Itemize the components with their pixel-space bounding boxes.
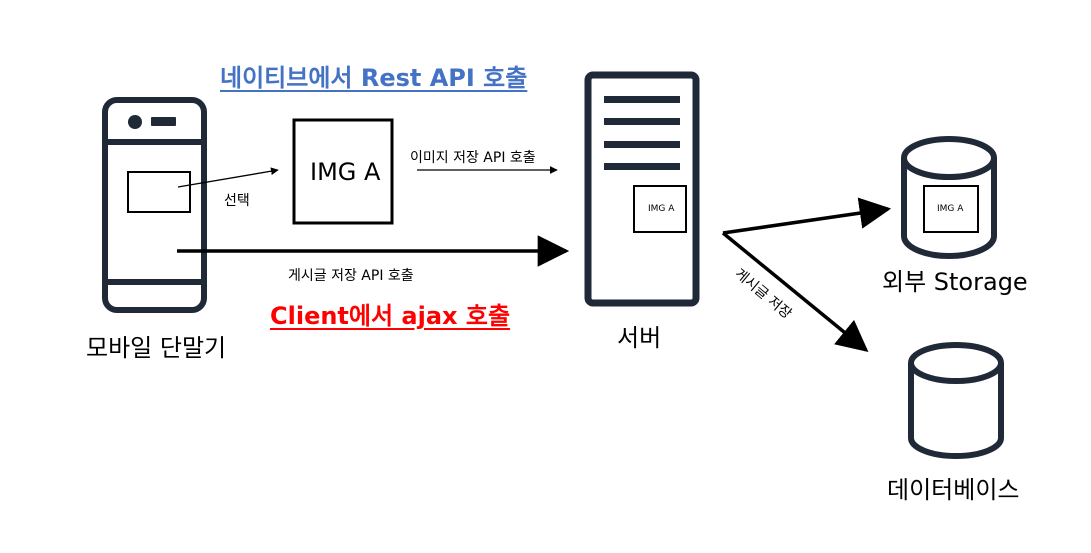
- database-icon: [908, 342, 1004, 459]
- client-call-title: Client에서 ajax 호출: [270, 302, 511, 330]
- mobile-phone-icon: [102, 97, 207, 313]
- img-a-label: IMG A: [310, 158, 381, 186]
- select-arrow: [177, 167, 279, 188]
- mobile-label: 모바일 단말기: [86, 334, 227, 362]
- image-save-api-label: 이미지 저장 API 호출: [410, 150, 536, 166]
- to-storage-arrow: [722, 197, 892, 235]
- server-label: 서버: [617, 324, 662, 352]
- server-icon: [584, 71, 700, 307]
- post-save-label: 게시글 저장: [731, 266, 794, 323]
- to-database-arrow: [721, 231, 869, 352]
- database-label: 데이터베이스: [887, 476, 1020, 504]
- post-save-api-label: 게시글 저장 API 호출: [288, 268, 414, 284]
- server-img-label: IMG A: [648, 204, 675, 214]
- external-storage-icon: [901, 136, 997, 259]
- select-label: 선택: [224, 193, 250, 209]
- native-call-title: 네이티브에서 Rest API 호출: [220, 64, 528, 92]
- selected-image-box: [127, 171, 191, 213]
- external-storage-label: 외부 Storage: [882, 268, 1028, 296]
- server-img-box: [633, 185, 687, 233]
- img-a-box: [292, 118, 394, 225]
- storage-img-box: [923, 185, 979, 233]
- storage-img-label: IMG A: [937, 204, 964, 214]
